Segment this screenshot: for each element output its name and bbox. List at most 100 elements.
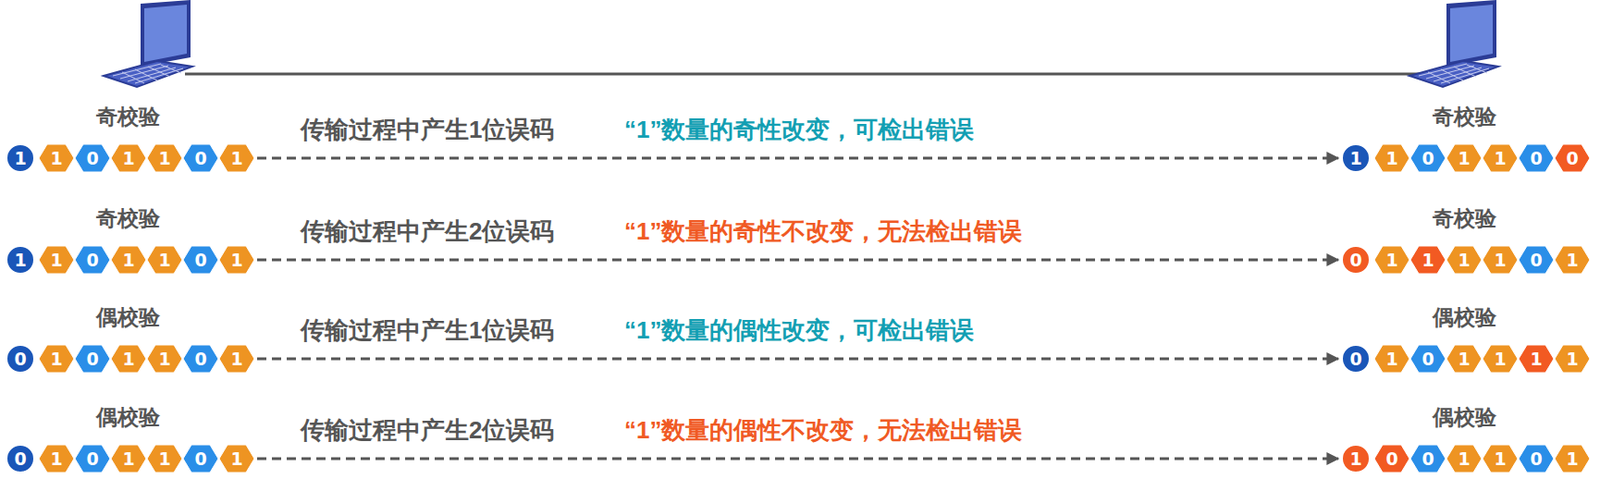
bit-hexagon: 0	[74, 344, 111, 373]
laptop-icon	[1409, 0, 1499, 87]
bit-value: 0	[74, 144, 111, 173]
bit-hexagon-shape	[183, 344, 219, 373]
bit-value: 1	[147, 344, 183, 373]
bit-circle: 0	[1341, 245, 1371, 275]
bit-hexagon-shape	[38, 344, 74, 373]
bit-hexagon-shape	[1374, 444, 1410, 473]
bit-hexagon-shape	[147, 344, 183, 373]
bit-value: 1	[110, 246, 147, 274]
bit-value: 1	[38, 246, 74, 274]
bit-value: 0	[1518, 246, 1554, 274]
bit-hexagon: 1	[38, 444, 74, 473]
bit-value: 1	[147, 246, 183, 274]
bit-value: 1	[1482, 246, 1518, 274]
bit-hexagon-shape	[1554, 444, 1590, 473]
bit-circle-shape	[1341, 144, 1370, 173]
bit-value: 1	[1446, 144, 1482, 173]
bit-hexagon: 1	[1446, 344, 1482, 373]
check-type-label: 偶校验	[96, 405, 160, 431]
laptop-keyboard	[1409, 61, 1499, 87]
bit-value: 0	[1341, 344, 1371, 374]
bit-value: 1	[1554, 246, 1590, 274]
bit-value: 0	[5, 344, 36, 374]
bit-value: 0	[1341, 245, 1371, 275]
bit-value: 1	[1410, 246, 1446, 274]
bit-value: 1	[1374, 246, 1410, 274]
bit-value: 1	[5, 143, 36, 173]
bit-hexagon: 1	[147, 444, 183, 473]
bit-hexagon: 1	[1518, 344, 1554, 373]
result-note: “1”数量的偶性不改变，无法检出错误	[624, 416, 1022, 445]
bit-value: 1	[1554, 444, 1590, 473]
bit-hexagon: 1	[1554, 246, 1590, 274]
bit-hexagon-shape	[74, 246, 111, 274]
laptop-keyboard	[103, 61, 193, 87]
bit-hexagon: 1	[110, 444, 147, 473]
bit-hexagon-shape	[1446, 144, 1482, 173]
check-type-label: 奇校验	[1432, 206, 1497, 233]
bit-hexagon: 1	[147, 246, 183, 274]
bit-value: 0	[183, 344, 219, 373]
bit-hexagon-shape	[110, 246, 147, 274]
edge-label: 传输过程中产生2位误码	[300, 416, 554, 445]
bit-hexagon-shape	[183, 444, 219, 473]
bit-value: 1	[38, 344, 74, 373]
bit-hexagon: 1	[38, 144, 74, 173]
bit-hexagon: 1	[38, 344, 74, 373]
bit-hexagon: 1	[1482, 246, 1518, 274]
bit-hexagon-shape	[183, 144, 219, 173]
bit-value: 1	[110, 144, 147, 173]
bit-hexagon: 1	[110, 344, 147, 373]
bit-value: 1	[1446, 246, 1482, 274]
bit-value: 1	[1341, 443, 1371, 474]
bit-hexagon: 0	[74, 246, 111, 274]
check-type-label: 奇校验	[1432, 104, 1497, 131]
bit-hexagon: 1	[219, 444, 255, 473]
bit-hexagon: 1	[1482, 344, 1518, 373]
bit-hexagon-shape	[38, 444, 74, 473]
bit-hexagon-shape	[1518, 246, 1554, 274]
bit-value: 0	[1410, 444, 1446, 473]
check-type-label: 偶校验	[1432, 305, 1497, 332]
bit-value: 1	[1482, 144, 1518, 173]
bit-hexagon: 1	[1482, 144, 1518, 173]
bit-hexagon: 1	[1410, 246, 1446, 274]
network-link	[184, 73, 1429, 76]
bit-hexagon: 0	[1410, 444, 1446, 473]
bit-hexagon: 1	[219, 144, 255, 173]
bit-hexagon: 1	[1554, 344, 1590, 373]
bit-hexagon-shape	[110, 144, 147, 173]
laptop-keys	[1418, 63, 1490, 84]
bit-hexagon: 0	[74, 444, 111, 473]
bit-value: 0	[1410, 344, 1446, 373]
bit-value: 1	[5, 245, 36, 275]
bit-hexagon: 1	[147, 344, 183, 373]
bit-hexagon-shape	[1410, 144, 1446, 173]
bit-value: 1	[1482, 444, 1518, 473]
bit-hexagon: 0	[1410, 144, 1446, 173]
bit-value: 1	[219, 344, 255, 373]
bit-hexagon: 1	[1482, 444, 1518, 473]
bit-hexagon: 1	[147, 144, 183, 173]
bit-hexagon: 1	[1374, 344, 1410, 373]
bit-value: 0	[1554, 144, 1590, 173]
bit-value: 1	[1518, 344, 1554, 373]
bit-hexagon-shape	[147, 246, 183, 274]
bit-circle: 1	[5, 143, 36, 173]
bit-value: 0	[1518, 444, 1554, 473]
bit-hexagon: 0	[1518, 444, 1554, 473]
laptop-icon	[103, 0, 193, 87]
bit-value: 1	[219, 246, 255, 274]
bit-circle: 1	[1341, 443, 1371, 474]
bit-circle-shape	[1341, 344, 1370, 373]
bit-hexagon-shape	[1518, 344, 1554, 373]
bit-value: 1	[110, 344, 147, 373]
bit-hexagon-shape	[219, 144, 255, 173]
transmission-arrow	[257, 457, 1339, 461]
bit-hexagon-shape	[1446, 344, 1482, 373]
bit-hexagon: 1	[219, 344, 255, 373]
bit-hexagon-shape	[1446, 444, 1482, 473]
bit-value: 0	[183, 246, 219, 274]
bit-hexagon: 0	[1554, 144, 1590, 173]
